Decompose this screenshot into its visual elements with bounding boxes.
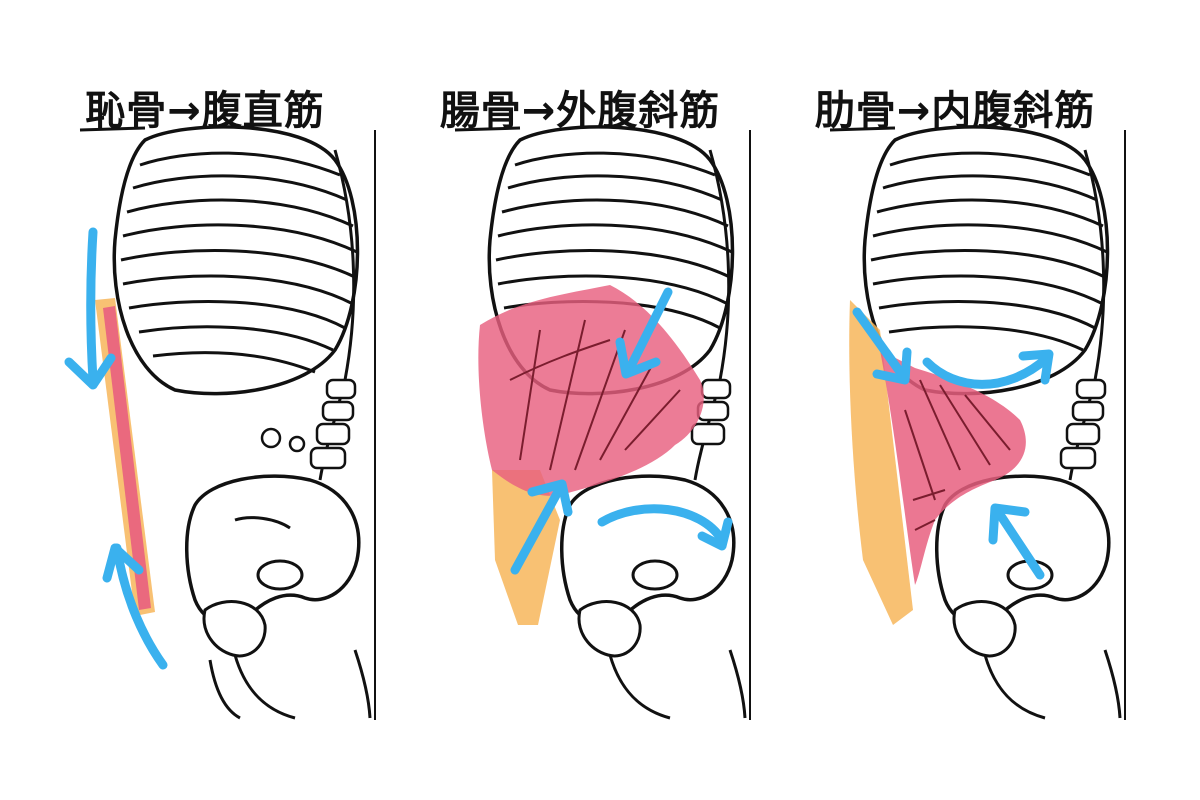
force-arrows xyxy=(64,227,168,670)
rectus-abdominis-muscle xyxy=(95,298,155,616)
arrow-into-muscle xyxy=(623,287,673,377)
arrow-down-to-muscle xyxy=(852,307,908,381)
internal-oblique-muscle xyxy=(849,300,1026,625)
anatomy-figure xyxy=(829,125,1126,720)
arrow-up xyxy=(112,543,168,670)
arrow-over-pelvis xyxy=(597,504,727,545)
arrow-over-ribs xyxy=(922,353,1052,389)
anatomy-figure xyxy=(64,125,376,720)
arrow-up-from-ilium xyxy=(510,483,565,575)
panel-rectus-abdominis: 恥骨→腹直筋 xyxy=(35,0,415,800)
panel-internal-oblique: 肋骨→内腹斜筋 xyxy=(785,0,1165,800)
skeleton-illustration xyxy=(79,125,376,720)
arrow-down xyxy=(86,227,98,385)
skeleton-illustration xyxy=(829,125,1126,720)
force-arrows xyxy=(852,307,1054,580)
panel-external-oblique: 腸骨→外腹斜筋 xyxy=(410,0,790,800)
force-arrows xyxy=(510,287,733,575)
arrow-up-from-pelvis xyxy=(992,505,1045,580)
anatomy-figure xyxy=(454,125,751,720)
